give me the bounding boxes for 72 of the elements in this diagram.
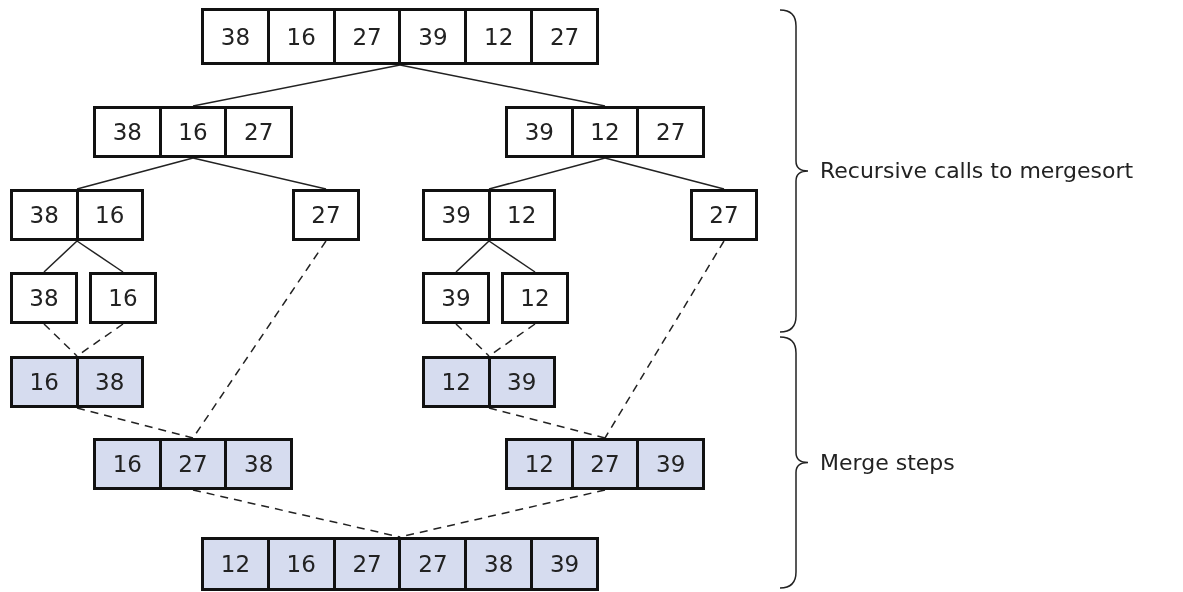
connector-line	[455, 240, 490, 273]
connector-line	[399, 64, 606, 107]
array-cell: 27	[332, 11, 399, 62]
array-cell: 12	[204, 540, 267, 588]
array-cell: 27	[398, 540, 465, 588]
array-cell: 16	[13, 359, 76, 405]
dashed-connector	[455, 323, 490, 357]
array-cell: 16	[75, 192, 141, 238]
brace-label: Recursive calls to mergesort	[820, 158, 1134, 183]
array-cell-text: 38	[28, 201, 60, 230]
array-box	[505, 438, 705, 490]
array-box	[93, 438, 293, 490]
array-box	[690, 189, 758, 241]
dashed-connector	[604, 240, 725, 439]
array-box	[505, 106, 705, 158]
array-cell: 39	[487, 359, 553, 405]
array-cell-text: 39	[440, 284, 472, 313]
array-cell: 27	[530, 11, 596, 62]
array-box	[201, 8, 599, 65]
array-box	[93, 106, 293, 158]
array-cell: 16	[96, 441, 159, 487]
array-box	[10, 356, 144, 408]
array-cell: 38	[224, 441, 290, 487]
connector-line	[43, 240, 78, 273]
array-cell: 39	[636, 441, 702, 487]
dashed-connector	[43, 323, 78, 357]
array-box	[201, 537, 599, 591]
dashed-connector	[76, 407, 194, 439]
array-cell: 12	[464, 11, 531, 62]
array-cell: 38	[464, 540, 531, 588]
connector-line	[76, 157, 194, 190]
array-box	[422, 356, 556, 408]
array-cell: 16	[158, 109, 225, 155]
array-cell-text: 39	[523, 118, 555, 147]
connector-line	[76, 240, 124, 273]
array-cell-text: 16	[107, 284, 139, 313]
array-cell-text: 12	[519, 284, 551, 313]
array-cell: 27	[158, 441, 225, 487]
array-cell: 12	[570, 109, 637, 155]
array-box	[422, 189, 556, 241]
array-cell-text: 38	[28, 284, 60, 313]
array-cell-text: 38	[219, 22, 252, 52]
array-box	[422, 272, 490, 324]
array-cell: 27	[332, 540, 399, 588]
brace-label: Merge steps	[820, 450, 955, 475]
array-cell: 39	[530, 540, 596, 588]
array-cell-text: 27	[310, 201, 342, 230]
array-cell-text: 38	[111, 118, 143, 147]
connector-line	[488, 157, 606, 190]
array-box	[10, 189, 144, 241]
array-box	[501, 272, 569, 324]
array-cell-text: 27	[708, 201, 740, 230]
array-box	[292, 189, 360, 241]
array-cell: 16	[266, 11, 333, 62]
array-box	[10, 272, 78, 324]
dashed-connector	[488, 407, 606, 439]
array-cell: 27	[570, 441, 637, 487]
array-box	[89, 272, 157, 324]
dashed-connector	[192, 489, 401, 538]
array-cell: 12	[508, 441, 571, 487]
array-cell: 12	[487, 192, 553, 238]
connector-line	[192, 157, 327, 190]
array-cell: 16	[266, 540, 333, 588]
array-cell: 38	[75, 359, 141, 405]
array-cell: 39	[398, 11, 465, 62]
array-cell-text: 39	[440, 201, 472, 230]
connector-line	[192, 64, 401, 107]
array-cell: 27	[224, 109, 290, 155]
array-cell: 27	[636, 109, 702, 155]
connector-line	[488, 240, 536, 273]
connector-line	[604, 157, 725, 190]
array-cell: 12	[425, 359, 488, 405]
